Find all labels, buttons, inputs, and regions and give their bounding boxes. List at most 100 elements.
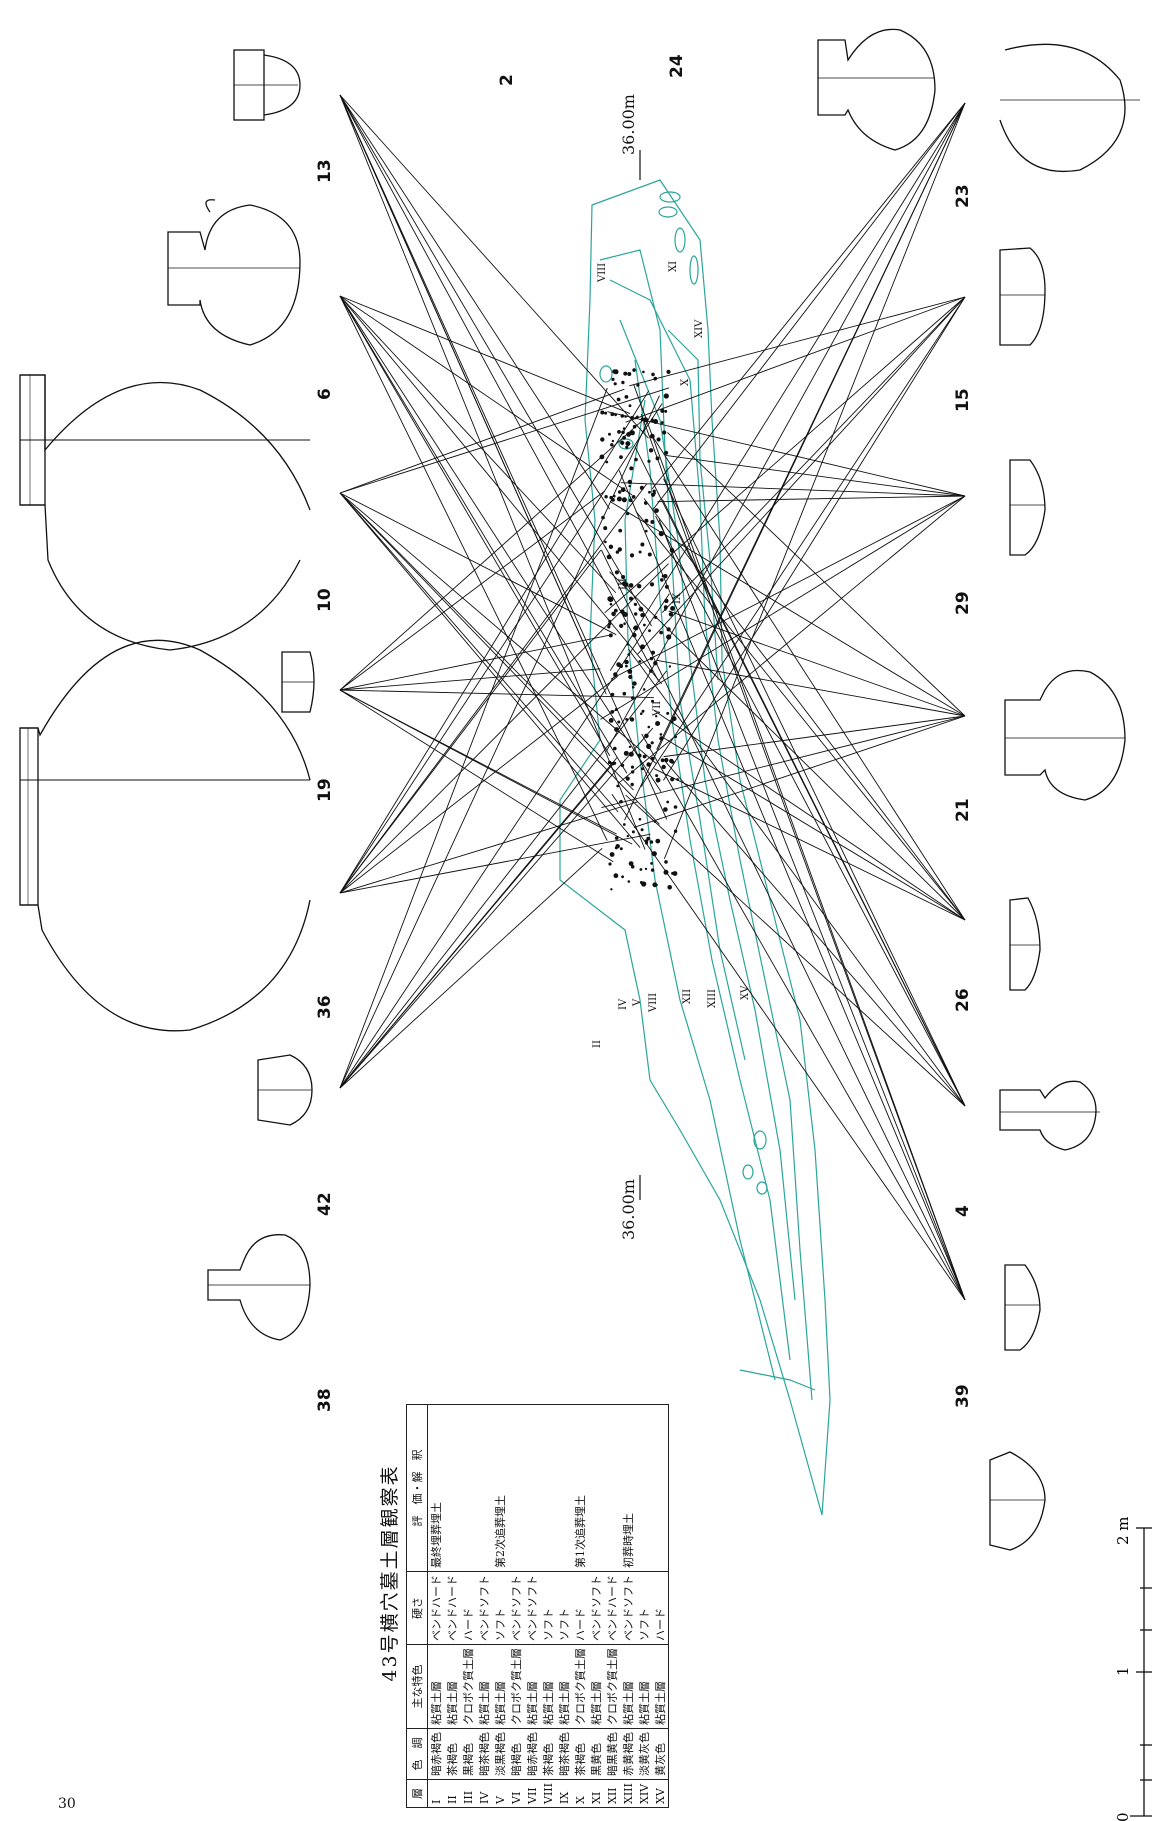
artifact-dot (663, 393, 669, 399)
table-cell-hardness: ハード (652, 1571, 669, 1645)
table-cell-layer: X (572, 1779, 588, 1808)
leader-line (625, 296, 966, 423)
leader-line (601, 715, 966, 808)
leader-line (663, 715, 966, 758)
plan-label-X: X (680, 378, 691, 386)
leader-line (600, 549, 966, 1301)
leader-line (339, 94, 652, 627)
artifact-dot (619, 623, 624, 629)
artifact-dot (654, 508, 659, 513)
table-cell-color: 暗褐色 (508, 1728, 524, 1780)
vessel-flask-right-1 (817, 28, 936, 151)
leader-line (339, 492, 641, 848)
table-cell-feature: 粘質土層 (652, 1644, 669, 1729)
vessel-small-jar-1 (257, 1054, 313, 1126)
leader-line (339, 801, 638, 894)
artifact-number: 21 (953, 798, 973, 822)
leader-line (339, 764, 613, 1089)
leader-line (339, 94, 649, 439)
artifact-dot (650, 741, 654, 745)
vessel-large-jar-1 (19, 374, 311, 651)
artifact-dot (629, 717, 635, 722)
artifact-dot (618, 490, 622, 494)
leader-line (633, 715, 966, 828)
leader-line (339, 295, 628, 774)
table-cell-feature: 粘質土層 (524, 1644, 540, 1729)
artifact-dot (623, 622, 626, 625)
artifact-numbers-left: 13 6 10 19 36 42 38 (315, 159, 335, 1412)
artifact-dot (629, 553, 635, 558)
artifact-dot (662, 430, 667, 435)
artifact-dot (629, 466, 634, 471)
artifact-dot (669, 758, 674, 764)
vessel-bowl-right-2 (1009, 459, 1046, 556)
artifact-dot (647, 725, 651, 729)
leader-line (339, 483, 648, 894)
table-cell-feature: 粘質土層 (588, 1644, 604, 1729)
artifact-dot (655, 774, 659, 778)
artifact-dot (660, 408, 665, 413)
table-cell-feature: クロボク質土層 (572, 1644, 588, 1729)
plan-label-II: II (592, 1040, 603, 1048)
artifact-dot (647, 459, 651, 463)
leader-line (663, 296, 966, 781)
table-cell-feature: 粘質土層 (427, 1644, 444, 1729)
leader-line (650, 434, 966, 921)
artifact-dot (638, 660, 642, 663)
artifact-dot (613, 369, 619, 375)
leader-line (609, 102, 966, 671)
leader-line (339, 634, 611, 691)
artifact-dot (608, 862, 612, 866)
artifact-dot (628, 745, 632, 749)
plan-label-V: V (632, 998, 643, 1007)
artifact-number: 6 (315, 388, 335, 400)
artifact-dot (650, 862, 653, 865)
leader-line (339, 295, 631, 415)
artifact-dot (666, 800, 670, 804)
artifact-dot (655, 721, 661, 726)
leader-lines (339, 94, 966, 1301)
artifact-dot (619, 847, 623, 851)
leader-line (610, 495, 966, 680)
artifact-dot (651, 492, 656, 497)
leader-line (339, 295, 611, 757)
artifact-dot (625, 441, 631, 447)
plan-layer-labels: VIII XI XIV X III IX VII IV V VIII XII X… (592, 261, 751, 1048)
leader-line (629, 296, 966, 387)
artifact-dot (634, 612, 638, 616)
artifact-dot (666, 711, 670, 715)
vessel-flask-right-2 (1004, 669, 1126, 801)
plan-label-XIV: XIV (694, 319, 705, 338)
artifact-dot (604, 411, 608, 415)
artifact-dot (664, 757, 669, 763)
artifact-dot (661, 764, 666, 770)
scale-label-1: 1 (1114, 1666, 1132, 1676)
artifact-dot (626, 432, 631, 437)
artifact-dot (614, 836, 619, 840)
leader-line (620, 482, 966, 497)
table-cell-feature: 粘質土層 (444, 1644, 460, 1729)
table-cell-hardness: ベンドソフト (588, 1571, 604, 1645)
artifact-dot (642, 688, 646, 691)
leader-line (667, 432, 966, 717)
vessel-flask-1 (167, 199, 301, 346)
leader-line (339, 295, 633, 496)
leader-line (339, 593, 670, 1089)
artifact-dot (630, 765, 635, 769)
leader-line (641, 733, 966, 1301)
table-cell-note (444, 1404, 460, 1572)
leader-line (609, 571, 966, 921)
table-cell-note (524, 1404, 540, 1572)
artifact-dot (649, 582, 655, 587)
artifact-dot (647, 552, 652, 557)
artifact-dot (613, 746, 617, 751)
artifact-dot (604, 495, 608, 499)
artifact-dot (622, 612, 628, 617)
artifact-dot (663, 807, 668, 812)
table-cell-note: 第2次追葬埋土 (492, 1404, 508, 1572)
plan-label-XV: XV (740, 985, 751, 1000)
plan-label-VIII: VIII (597, 263, 608, 283)
